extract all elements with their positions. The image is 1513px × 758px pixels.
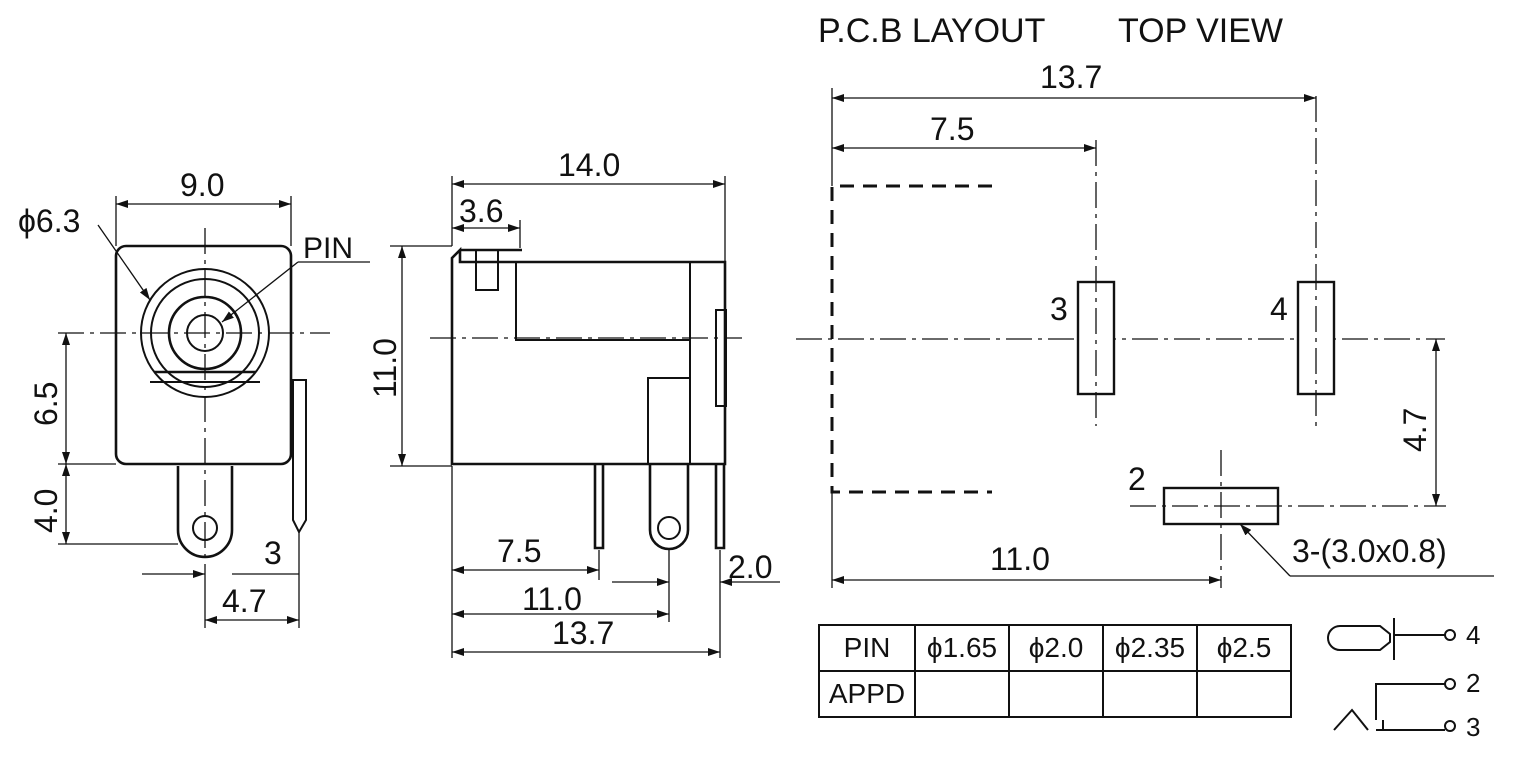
schematic-label-2: 2 xyxy=(1466,668,1480,698)
table-cell xyxy=(914,670,1010,718)
front-body xyxy=(114,244,293,466)
table-row: APPD xyxy=(818,670,1292,718)
pin-pos-1-label: 7.5 xyxy=(497,533,541,569)
pin-pos-3-label: 13.7 xyxy=(552,615,614,651)
row-header-pin: PIN xyxy=(818,624,916,672)
schematic-label-3: 3 xyxy=(1466,712,1480,742)
column-header: ϕ2.0 xyxy=(1008,624,1104,672)
table-row: PIN ϕ1.65 ϕ2.0 ϕ2.35 ϕ2.5 xyxy=(818,624,1292,672)
pin-label: PIN xyxy=(303,232,353,265)
pin-table: PIN ϕ1.65 ϕ2.0 ϕ2.35 ϕ2.5 APPD xyxy=(818,624,1292,718)
column-header: ϕ2.5 xyxy=(1196,624,1292,672)
side-length-label: 14.0 xyxy=(558,147,620,183)
pad3-label: 3 xyxy=(1050,291,1068,327)
pad-note-label: 3-(3.0x0.8) xyxy=(1292,533,1447,569)
column-header: ϕ2.35 xyxy=(1102,624,1198,672)
width-dim-label: 9.0 xyxy=(180,167,224,203)
height-lower-label: 4.0 xyxy=(28,489,64,533)
top-view-title: TOP VIEW xyxy=(1118,12,1283,50)
table-cell xyxy=(1102,670,1198,718)
end-gap-label: 2.0 xyxy=(728,549,772,585)
side-body xyxy=(450,246,727,466)
column-header: ϕ1.65 xyxy=(914,624,1010,672)
side-height-label: 11.0 xyxy=(367,338,403,398)
pad3-offset-label: 7.5 xyxy=(930,111,974,147)
pad2-height-label: 4.7 xyxy=(1397,408,1433,452)
pin3-label: 3 xyxy=(264,535,282,571)
pad4-label: 4 xyxy=(1270,291,1288,327)
schematic-label-4: 4 xyxy=(1466,620,1480,650)
front-offset-label: 3.6 xyxy=(459,193,503,229)
table-cell xyxy=(1196,670,1292,718)
hole-dia-label: ϕ6.3 xyxy=(18,203,80,239)
pin-pos-2-label: 11.0 xyxy=(522,581,582,617)
total-width-label: 13.7 xyxy=(1040,59,1102,95)
schematic-symbol: 4 2 3 xyxy=(1327,618,1480,742)
side-view: 14.0 3.6 11.0 7.5 11.0 13.7 2.0 xyxy=(367,147,780,658)
pitch-label: 4.7 xyxy=(222,583,266,619)
front-view: 9.0 ϕ6.3 PIN 6.5 4.0 3 4.7 xyxy=(18,167,370,628)
pad2-offset-label: 11.0 xyxy=(990,541,1050,577)
pad2-label: 2 xyxy=(1128,461,1146,497)
row-header-appd: APPD xyxy=(818,670,916,718)
pcb-layout-title: P.C.B LAYOUT xyxy=(818,12,1045,50)
height-upper-label: 6.5 xyxy=(28,382,64,426)
table-cell xyxy=(1008,670,1104,718)
pcb-layout: P.C.B LAYOUT TOP VIEW 13.7 7.5 11.0 4.7 … xyxy=(796,12,1494,588)
